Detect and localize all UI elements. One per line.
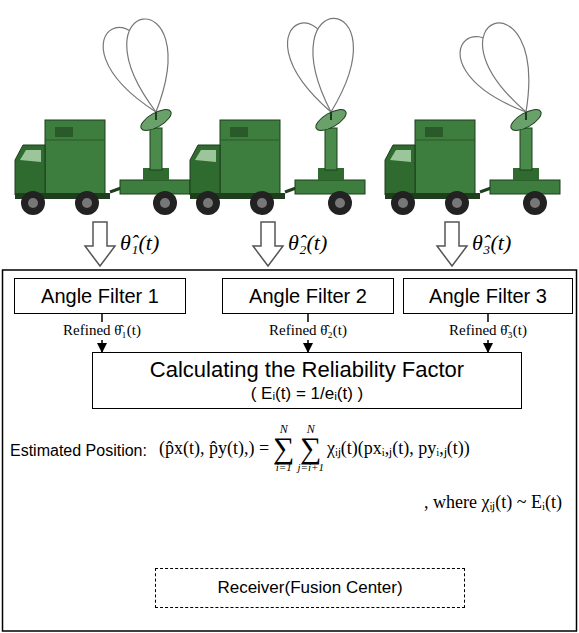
- radar-vehicle: [190, 17, 365, 215]
- angle-estimate: θ̂₃(t): [472, 230, 511, 255]
- signal-arrow: [437, 222, 467, 266]
- radar-vehicle: [15, 16, 190, 215]
- sum-limit: i=1: [276, 461, 292, 474]
- fusion-center-frame: [3, 270, 577, 631]
- receiver-box: Receiver(Fusion Center): [155, 568, 465, 608]
- filter-box: Angle Filter 1: [14, 278, 186, 314]
- node-text: Angle Filter 2: [249, 284, 367, 308]
- edge-label: Refined θ̂₃(t): [446, 322, 530, 339]
- formula-text: χᵢⱼ(t)(pxᵢ,ⱼ(t), pyᵢ,ⱼ(t)): [327, 438, 470, 459]
- signal-arrow: [85, 222, 115, 266]
- sum-symbol: ∑: [273, 431, 294, 466]
- filter-box: Angle Filter 2: [222, 278, 394, 314]
- signal-arrow: [253, 222, 283, 266]
- edge-label: Refined θ̂₂(t): [266, 322, 350, 339]
- formula-text: , where χᵢⱼ(t) ~ Eᵢ(t): [424, 492, 562, 513]
- sum-symbol: ∑: [300, 431, 321, 466]
- filter-box: Angle Filter 3: [403, 278, 573, 314]
- formula-text: (p̂x(t), p̂y(t),) =: [159, 438, 269, 459]
- node-text: Receiver(Fusion Center): [217, 578, 402, 598]
- edge-label: Refined θ̂₁(t): [60, 322, 144, 339]
- angle-estimate: θ̂₁(t): [120, 230, 159, 255]
- radar-vehicle: [385, 17, 560, 215]
- node-text: ( Eᵢ(t) = 1/eᵢ(t) ): [251, 384, 364, 404]
- node-text: Angle Filter 3: [429, 284, 547, 308]
- node-text: Angle Filter 1: [41, 284, 159, 308]
- sum-limit: j=i+1: [297, 461, 323, 474]
- angle-estimate: θ̂₂(t): [288, 230, 327, 255]
- formula-caption: Estimated Position:: [10, 442, 147, 460]
- node-text: Calculating the Reliability Factor: [150, 357, 464, 383]
- reliability-box: Calculating the Reliability Factor( Eᵢ(t…: [92, 352, 522, 409]
